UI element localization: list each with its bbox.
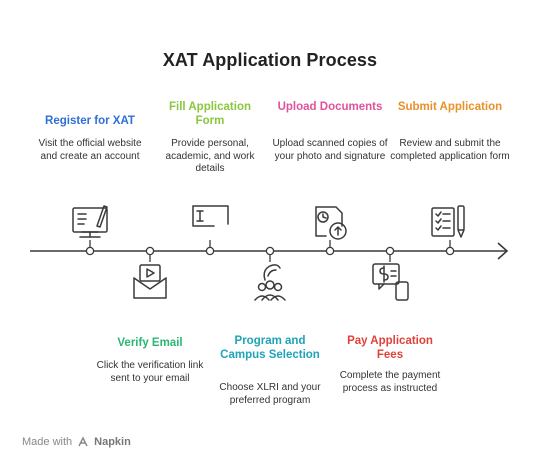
timeline-arrowhead [497,242,509,260]
footer: Made with Napkin [22,436,131,448]
checklist-pen-icon [431,205,465,238]
step-desc-pay: Complete the payment process as instruct… [339,370,441,394]
footer-brand: Napkin [94,436,131,448]
node-2 [145,246,155,256]
node-6 [385,246,395,256]
team-icon [254,264,286,301]
step-title-program: Program and Campus Selection [220,335,320,361]
node-4 [265,246,275,256]
node-5 [325,246,335,256]
napkin-logo-icon [78,436,88,447]
footer-made-with: Made with [22,436,73,448]
step-title-upload: Upload Documents [277,101,383,113]
node-1 [85,246,95,256]
step-title-register: Register for XAT [45,115,135,127]
step-title-fill-form: Fill Application Form [169,101,251,127]
step-desc-verify: Click the verification link sent to your… [96,360,204,384]
step-desc-upload: Upload scanned copies of your photo and … [272,138,388,162]
step-desc-submit: Review and submit the completed applicat… [390,138,510,162]
step-title-submit: Submit Application [397,101,503,113]
page-title: XAT Application Process [162,50,378,70]
step-title-pay: Pay Application Fees [347,335,433,361]
document-upload-icon [315,206,347,240]
step-desc-program: Choose XLRI and your preferred program [219,382,321,406]
node-3 [205,246,215,256]
computer-form-icon [72,205,108,238]
envelope-video-icon [133,264,167,299]
step-desc-fill-form: Provide personal, academic, and work det… [165,138,255,174]
step-desc-register: Visit the official website and create an… [38,138,142,162]
text-field-icon [192,205,229,227]
payment-icon [372,263,409,301]
node-7 [445,246,455,256]
step-title-verify: Verify Email [117,337,183,349]
